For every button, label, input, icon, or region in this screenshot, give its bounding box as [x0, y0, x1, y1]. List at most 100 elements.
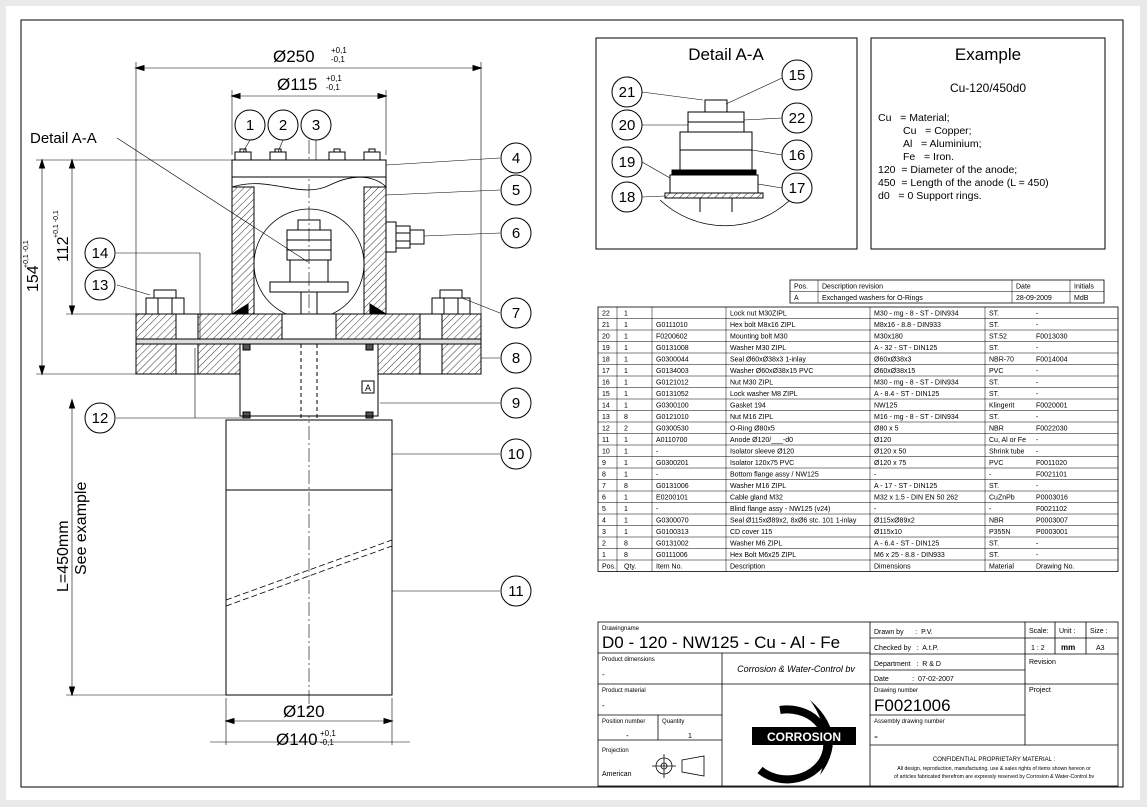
balloon-15: [781, 59, 813, 91]
parts-cell: 11: [602, 437, 609, 444]
parts-cell: -: [656, 506, 659, 513]
parts-cell: 2: [602, 541, 606, 548]
dim-tol-plus: +0,1: [326, 74, 342, 83]
parts-cell: CuZnPb: [989, 495, 1015, 502]
parts-cell: Lock nut M30ZIPL: [730, 311, 787, 318]
example-line: d0 = 0 Support rings.: [878, 190, 982, 202]
parts-cell: -: [1036, 322, 1039, 329]
confidential-line: All design, reproduction, manufacturing,…: [897, 766, 1091, 772]
title-block-text: Drawingname D0 - 120 - NW125 - Cu - Al -…: [602, 626, 1108, 780]
parts-cell: Ø115xØ89x2: [874, 518, 915, 525]
parts-cell: 1: [624, 368, 628, 375]
parts-cell: Isolator sleeve Ø120: [730, 449, 794, 456]
parts-cell: G0111006: [656, 552, 688, 559]
dim-bottom-outer: Ø140: [276, 730, 318, 749]
projection-label: Projection: [602, 748, 629, 754]
example-title: Example: [955, 45, 1021, 64]
length-sublabel: See example: [73, 482, 90, 575]
parts-cell: Cu, Al or Fe: [989, 437, 1026, 444]
revision-header-cell: Date: [1016, 284, 1031, 291]
balloon-10: [500, 438, 532, 470]
example-panel: [870, 37, 1106, 250]
balloon-11: [500, 575, 532, 607]
balloon-8: [500, 342, 532, 374]
parts-cell: 13: [602, 414, 610, 421]
parts-cell: Bottom flange assy / NW125: [730, 472, 819, 479]
balloon-label: 19: [619, 154, 636, 171]
parts-cell: NW125: [874, 403, 897, 410]
balloon-labels-detail: 15 16 17 18 19 20 21 22: [619, 67, 806, 206]
balloon-20: [611, 109, 643, 141]
quantity: 1: [688, 733, 692, 740]
balloon-labels-main: 1 2 3 4 5 6 7 8 9 10 11 12 13 14: [92, 117, 525, 600]
parts-cell: ST.52: [989, 334, 1007, 341]
parts-cell: -: [1036, 541, 1039, 548]
dim-height-154: 154: [25, 265, 42, 292]
balloon-17: [781, 172, 813, 204]
size-label: Size :: [1090, 628, 1108, 635]
balloon-13: [84, 269, 116, 301]
drawing-frame: [20, 19, 1124, 788]
parts-cell: P0003007: [1036, 518, 1068, 525]
dim-height-112: 112: [55, 236, 72, 262]
dim-tol-minus: -0,1: [331, 55, 345, 64]
length-label: L=450mm: [55, 520, 72, 592]
parts-cell: 1: [624, 506, 628, 513]
parts-cell: Ø120: [874, 437, 891, 444]
parts-cell: NBR: [989, 518, 1004, 525]
parts-cell: G0131006: [656, 483, 689, 490]
parts-cell: G0300044: [656, 357, 689, 364]
parts-cell: O-Ring Ø80x5: [730, 426, 775, 433]
balloon-6: [500, 217, 532, 249]
drawing-number: F0021006: [874, 696, 951, 715]
parts-cell: Ø120 x 75: [874, 460, 906, 467]
balloon-label: 10: [508, 446, 525, 463]
parts-cell: 1: [624, 334, 628, 341]
product-dimensions: -: [602, 670, 605, 679]
parts-cell: P0003016: [1036, 495, 1068, 502]
parts-cell: Nut M16 ZIPL: [730, 414, 773, 421]
parts-cell: -: [1036, 552, 1039, 559]
parts-cell: -: [989, 472, 992, 479]
balloon-label: 13: [92, 277, 109, 294]
parts-header-cell: Pos.: [602, 564, 616, 571]
parts-cell: 7: [602, 483, 606, 490]
parts-cell: G0121010: [656, 414, 689, 421]
balloon-label: 1: [246, 117, 254, 134]
parts-cell: M30 - mg - 8 - ST - DIN934: [874, 380, 959, 387]
parts-cell: 16: [602, 380, 610, 387]
parts-cell: NBR: [989, 426, 1004, 433]
drawn-by: Drawn by : P.V.: [874, 629, 933, 636]
parts-cell: 5: [602, 506, 606, 513]
parts-cell: A - 8.4 - ST - DIN125: [874, 391, 939, 398]
parts-cell: Washer M30 ZIPL: [730, 345, 786, 352]
parts-cell: 1: [624, 380, 628, 387]
parts-cell: F0200602: [656, 334, 688, 341]
parts-cell: 8: [602, 472, 606, 479]
parts-cell: 1: [624, 449, 628, 456]
revision-header-cell: Initials: [1074, 284, 1094, 291]
revision-header-cell: Pos.: [794, 284, 808, 291]
parts-cell: ST.: [989, 345, 999, 352]
example-line: 120 = Diameter of the anode;: [878, 164, 1017, 176]
parts-cell: -: [874, 506, 877, 513]
balloon-label: 8: [512, 350, 520, 367]
product-material-label: Product material: [602, 688, 646, 694]
confidential-title: CONFIDENTIAL PROPRIETARY MATERIAL :: [933, 757, 1055, 763]
parts-cell: M32 x 1.5 - DIN EN 50 262: [874, 495, 958, 502]
parts-cell: F0011020: [1036, 460, 1067, 467]
assembly-label: Assembly drawing number: [874, 719, 945, 725]
parts-cell: 12: [602, 426, 610, 433]
parts-header-cell: Drawing No.: [1036, 564, 1075, 571]
detail-title: Detail A-A: [688, 45, 764, 64]
balloon-1: [234, 109, 266, 141]
parts-cell: Klingerit: [989, 403, 1014, 410]
corrosion-logo: CORROSION: [752, 700, 856, 784]
